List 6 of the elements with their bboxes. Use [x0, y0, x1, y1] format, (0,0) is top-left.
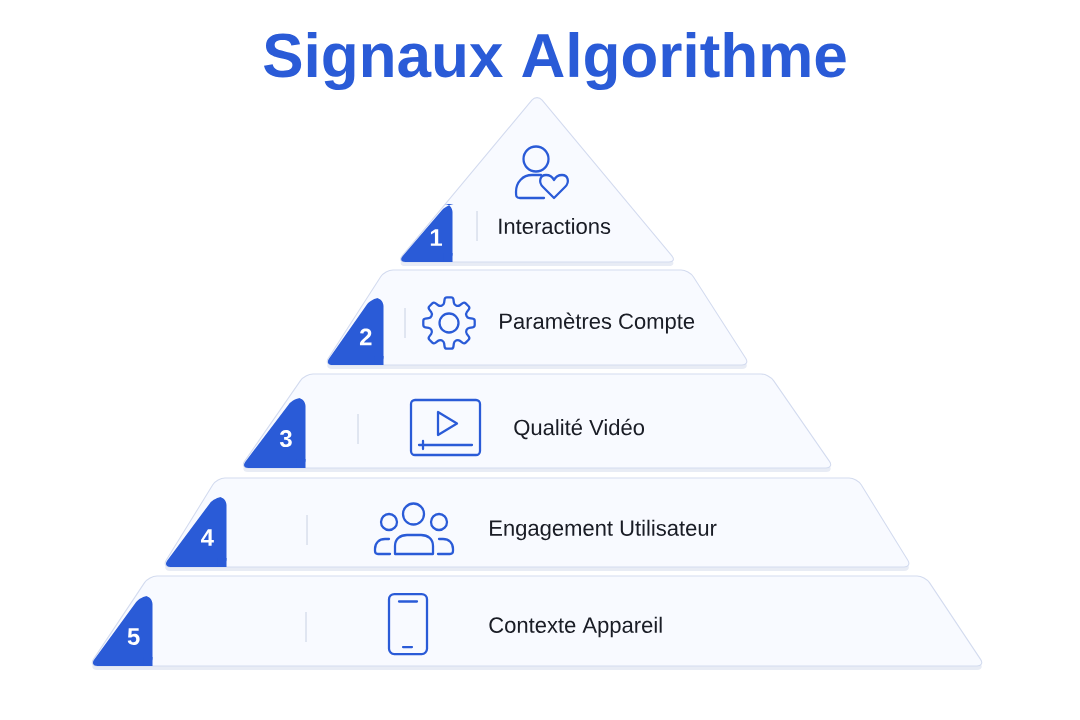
number-badge: 4	[165, 497, 227, 567]
number-badge: 1	[401, 204, 456, 262]
number-badge: 3	[244, 398, 306, 468]
number-badge: 2	[327, 298, 384, 365]
number-badge: 5	[92, 596, 153, 666]
title: Signaux Algorithme	[264, 31, 846, 90]
